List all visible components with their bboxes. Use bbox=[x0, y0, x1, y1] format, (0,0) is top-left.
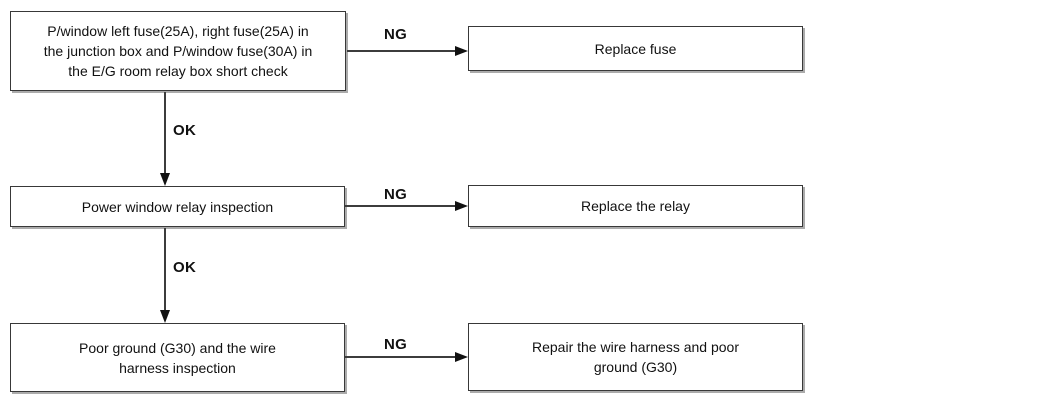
ng-arrow-line-1 bbox=[347, 50, 456, 52]
action-box-repair-harness-ground: Repair the wire harness and poor ground … bbox=[468, 323, 803, 391]
action-box-replace-fuse-label: Replace fuse bbox=[594, 40, 677, 57]
check-box-relay-label: Power window relay inspection bbox=[81, 198, 274, 215]
ok-arrow-line-2 bbox=[164, 228, 166, 311]
ok-label-1: OK bbox=[173, 122, 197, 139]
ok-arrow-line-1 bbox=[164, 92, 166, 174]
arrowhead-down-icon bbox=[160, 310, 170, 323]
ng-label-1: NG bbox=[384, 26, 408, 43]
arrowhead-right-icon bbox=[455, 201, 468, 211]
arrowhead-down-icon bbox=[160, 173, 170, 186]
check-box-ground-harness-inspection: Poor ground (G30) and the wire harness i… bbox=[10, 323, 345, 392]
check-box-fuse-short-check: P/window left fuse(25A), right fuse(25A)… bbox=[10, 11, 346, 91]
ng-arrow-line-3 bbox=[345, 356, 456, 358]
action-box-replace-relay: Replace the relay bbox=[468, 185, 803, 227]
arrowhead-right-icon bbox=[455, 46, 468, 56]
arrowhead-right-icon bbox=[455, 352, 468, 362]
check-box-fuse-label: P/window left fuse(25A), right fuse(25A)… bbox=[43, 23, 313, 79]
action-box-replace-fuse: Replace fuse bbox=[468, 26, 803, 71]
ng-label-3: NG bbox=[384, 336, 408, 353]
ng-arrow-line-2 bbox=[345, 205, 456, 207]
ok-label-2: OK bbox=[173, 259, 197, 276]
action-box-replace-relay-label: Replace the relay bbox=[581, 198, 690, 214]
check-box-ground-label: Poor ground (G30) and the wire harness i… bbox=[79, 339, 276, 376]
check-box-relay-inspection: Power window relay inspection bbox=[10, 186, 345, 227]
ng-label-2: NG bbox=[384, 186, 408, 203]
action-box-repair-harness-label: Repair the wire harness and poor ground … bbox=[531, 339, 739, 375]
